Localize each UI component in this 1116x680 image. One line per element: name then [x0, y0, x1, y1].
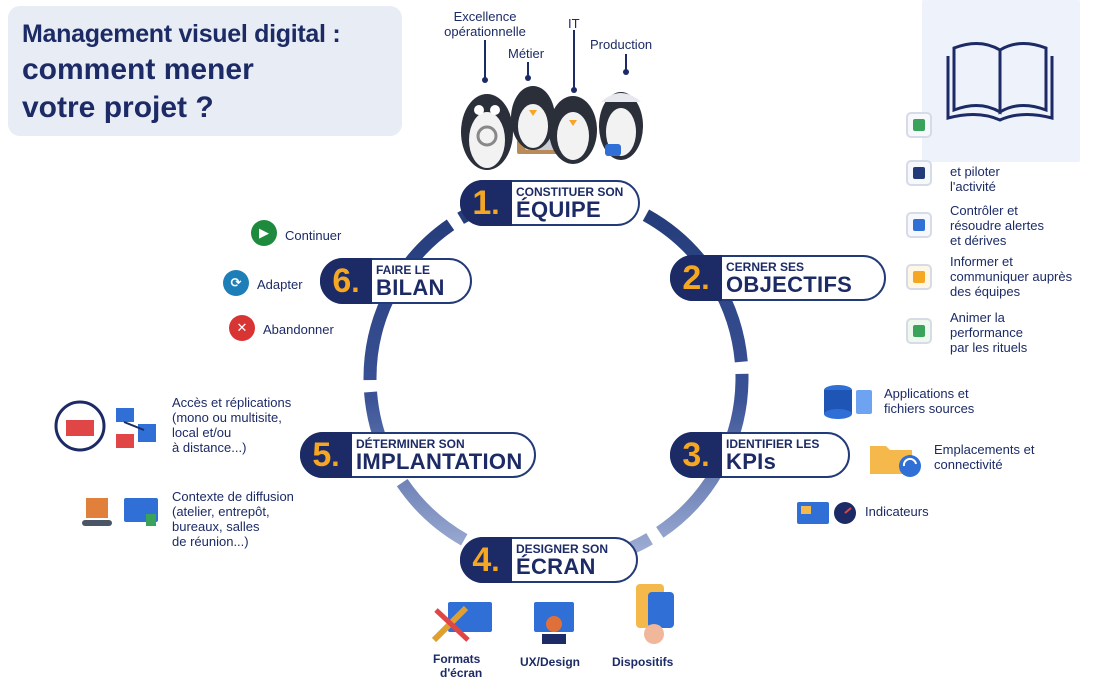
step-1-num: 1 — [472, 184, 492, 222]
step-1-number: 1. — [460, 180, 512, 226]
step-1-big: ÉQUIPE — [516, 197, 601, 222]
objective-control-line-3: et dérives — [950, 233, 1007, 248]
step-6-top: FAIRE LE — [376, 263, 431, 277]
step-4-pill[interactable]: 4. DESIGNER SON ÉCRAN — [460, 537, 638, 583]
team-penguins-illustration — [461, 86, 643, 170]
step-4-number: 4. — [460, 537, 512, 583]
role-pointers — [482, 30, 629, 93]
step-4-big: ÉCRAN — [516, 554, 596, 579]
objective-puzzle-green-icon — [906, 318, 932, 344]
step-3-top: IDENTIFIER LES — [726, 437, 820, 451]
implantation-access-line-2: (mono ou multisite, — [172, 410, 282, 425]
continue-play-icon[interactable]: ▶ — [251, 220, 277, 246]
step-6-number: 6. — [320, 258, 372, 304]
step-6-num: 6 — [332, 262, 352, 300]
objective-monitor-icon — [906, 112, 932, 138]
step-2-num: 2 — [682, 259, 702, 297]
devices-touch-icon — [636, 584, 674, 644]
implantation-context-line-3: bureaux, salles — [172, 519, 260, 534]
screen-formats-label: Formats — [433, 652, 481, 666]
objective-inform-line-1: Informer et — [950, 254, 1013, 269]
book-panel[interactable] — [922, 0, 1080, 162]
step-6-pill[interactable]: 6. FAIRE LE BILAN — [320, 258, 472, 304]
adapt-refresh-icon[interactable]: ⟳ — [223, 270, 249, 296]
step-2-number: 2. — [670, 255, 722, 301]
title-line-3: votre projet ? — [22, 91, 214, 124]
objective-animate-line-3: par les rituels — [950, 340, 1028, 355]
objective-puzzle-navy-icon — [906, 212, 932, 238]
implantation-access-line-1: Accès et réplications — [172, 395, 292, 410]
objective-control-line-2: résoudre alertes — [950, 218, 1044, 233]
title-line-1: Management visuel digital : — [22, 20, 341, 48]
kpi-apps-line-1: Applications et — [884, 386, 969, 401]
step-5-num: 5 — [312, 436, 332, 474]
implantation-access-line-4: à distance...) — [172, 440, 247, 455]
kpi-locations-text: Emplacements et connectivité — [934, 442, 1034, 472]
bilan-continue-label: Continuer — [285, 228, 342, 243]
kpi-indicators-text: Indicateurs — [865, 504, 929, 519]
step-5-pill[interactable]: 5. DÉTERMINER SON IMPLANTATION — [300, 432, 536, 478]
step-6-big: BILAN — [376, 275, 445, 300]
screen-ux-label: UX/Design — [520, 655, 581, 669]
kpi-apps-line-2: fichiers sources — [884, 401, 975, 416]
step-5-number: 5. — [300, 432, 352, 478]
role-excellence-line-1: Excellence — [453, 9, 517, 24]
open-book-icon — [946, 42, 1054, 122]
objective-puzzle-blue-icon — [906, 160, 932, 186]
title-line-2: comment mener — [22, 53, 254, 86]
implantation-access-line-3: local et/ou — [172, 425, 232, 440]
objective-inform-line-2: communiquer auprès — [950, 269, 1073, 284]
step-3-big: KPIs — [726, 449, 777, 474]
implantation-access-text: Accès et réplications (mono ou multisite… — [172, 395, 291, 455]
context-conveyor-screen-icon — [82, 498, 158, 526]
implantation-context-line-2: (atelier, entrepôt, — [172, 504, 270, 519]
role-production: Production — [590, 37, 653, 52]
screen-formats-label-cut: d'écran — [440, 666, 483, 680]
step-3-number: 3. — [670, 432, 722, 478]
screen-devices-label: Dispositifs — [612, 655, 674, 669]
formats-pencil-icon — [431, 602, 492, 643]
objective-pilot-text: et piloter l'activité — [950, 164, 1000, 194]
bilan-adapt-label: Adapter — [257, 277, 303, 292]
kpi-locations-line-1: Emplacements et — [934, 442, 1035, 457]
implantation-context-line-4: de réunion...) — [172, 534, 249, 549]
objective-control-text: Contrôler et résoudre alertes et dérives — [950, 203, 1044, 248]
step-2-big: OBJECTIFS — [726, 272, 853, 297]
role-it: IT — [568, 16, 580, 31]
abandon-close-icon[interactable]: ✕ — [229, 315, 255, 341]
ux-design-icon — [534, 602, 574, 644]
role-excellence: Excellence opérationnelle — [436, 9, 534, 39]
objective-animate-line-2: performance — [950, 325, 1023, 340]
objective-puzzle-orange-icon — [906, 264, 932, 290]
objective-animate-line-1: Animer la — [950, 310, 1005, 325]
role-metier: Métier — [508, 46, 545, 61]
step-3-pill[interactable]: 3. IDENTIFIER LES KPIs — [670, 432, 850, 478]
step-3-num: 3 — [682, 436, 702, 474]
step-5-big: IMPLANTATION — [356, 449, 523, 474]
role-excellence-line-2: opérationnelle — [444, 24, 526, 39]
title-box: Management visuel digital : comment mene… — [8, 6, 402, 136]
objective-inform-line-3: des équipes — [950, 284, 1021, 299]
multisite-factory-icon — [54, 400, 156, 452]
implantation-context-text: Contexte de diffusion (atelier, entrepôt… — [172, 489, 294, 549]
dashboard-gauge-icon — [797, 502, 856, 524]
implantation-context-line-1: Contexte de diffusion — [172, 489, 294, 504]
folder-sync-icon — [870, 446, 921, 477]
kpi-apps-text: Applications et fichiers sources — [884, 386, 974, 416]
objective-animate-text: Animer la performance par les rituels — [950, 310, 1027, 355]
step-5-top: DÉTERMINER SON — [356, 437, 465, 451]
objective-pilot-line-1: et piloter — [950, 164, 1000, 179]
step-2-top: CERNER SES — [726, 260, 805, 274]
bilan-abandon-label: Abandonner — [263, 322, 334, 337]
kpi-locations-line-2: connectivité — [934, 457, 1003, 472]
step-1-top: CONSTITUER SON — [516, 185, 624, 199]
database-files-icon — [824, 385, 872, 419]
objective-control-line-1: Contrôler et — [950, 203, 1018, 218]
objective-pilot-line-2: l'activité — [950, 179, 996, 194]
step-1-pill[interactable]: 1. CONSTITUER SON ÉQUIPE — [460, 180, 640, 226]
objective-inform-text: Informer et communiquer auprès des équip… — [950, 254, 1072, 299]
step-4-top: DESIGNER SON — [516, 542, 609, 556]
step-2-pill[interactable]: 2. CERNER SES OBJECTIFS — [670, 255, 886, 301]
step-4-num: 4 — [472, 541, 492, 579]
